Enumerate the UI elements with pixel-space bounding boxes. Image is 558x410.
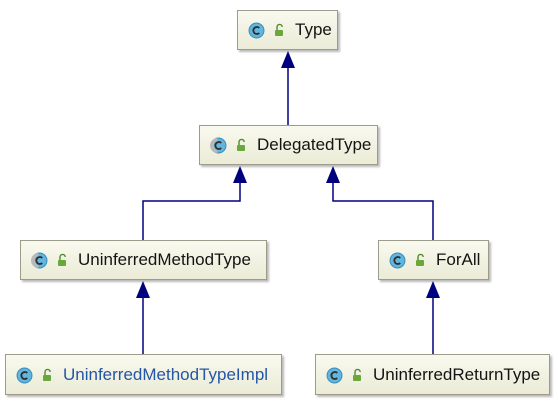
class-name-label: UninferredMethodType xyxy=(78,250,251,269)
public-lock-icon xyxy=(274,23,285,37)
public-lock-icon xyxy=(42,368,53,382)
public-lock-icon xyxy=(352,368,363,382)
public-lock-icon xyxy=(236,138,247,152)
public-lock-icon xyxy=(415,253,426,267)
inheritance-arrow-forall-to-delegated xyxy=(326,166,434,240)
class-name-label: DelegatedType xyxy=(257,135,372,154)
class-name-label: UninferredMethodTypeImpl xyxy=(63,365,269,384)
class-icon xyxy=(16,367,33,384)
class-icon xyxy=(389,252,406,269)
inheritance-arrow-umti-to-umt xyxy=(136,281,150,354)
class-node-delegated-type[interactable]: DelegatedType xyxy=(199,125,378,165)
inheritance-arrow-delegated-to-type xyxy=(281,51,295,125)
abstract-class-icon xyxy=(31,252,48,269)
inheritance-arrow-umt-to-delegated xyxy=(142,166,247,240)
class-name-label: ForAll xyxy=(436,250,481,269)
class-node-uninferred-method-type[interactable]: UninferredMethodType xyxy=(20,240,267,280)
class-node-forall[interactable]: ForAll xyxy=(378,240,489,280)
class-icon xyxy=(326,367,343,384)
public-lock-icon xyxy=(57,253,68,267)
abstract-class-icon xyxy=(210,137,227,154)
class-node-type[interactable]: Type xyxy=(237,10,338,50)
class-name-label: Type xyxy=(295,20,332,39)
class-node-uninferred-method-type-impl[interactable]: UninferredMethodTypeImpl xyxy=(5,354,282,395)
inheritance-arrow-urt-to-forall xyxy=(426,281,440,354)
class-icon xyxy=(248,22,265,39)
class-name-label: UninferredReturnType xyxy=(373,365,541,384)
class-node-uninferred-return-type[interactable]: UninferredReturnType xyxy=(315,354,550,395)
